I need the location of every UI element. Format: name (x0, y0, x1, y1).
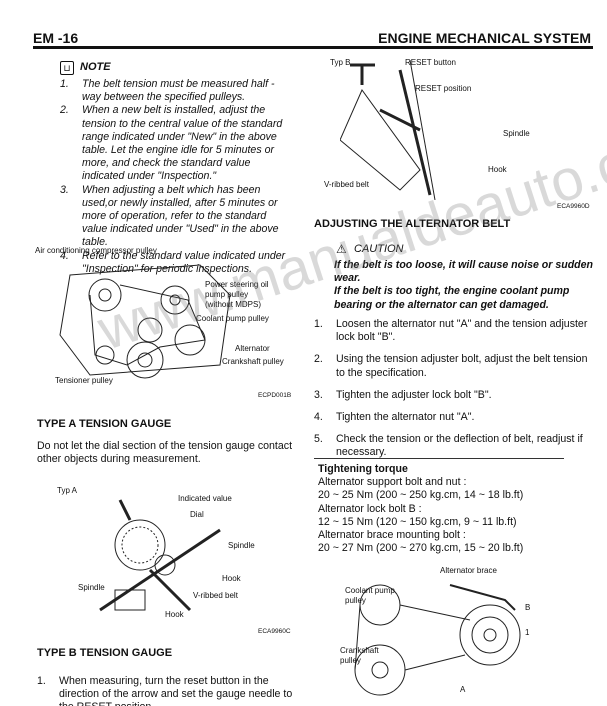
label-tensioner: Tensioner pulley (55, 376, 113, 385)
section-title: ENGINE MECHANICAL SYSTEM (378, 30, 591, 46)
label-typ-a: Typ A (57, 486, 78, 495)
type-b-gauge-diagram (340, 60, 436, 200)
type-a-text: Do not let the dial section of the tensi… (37, 440, 293, 466)
figure-code: ECA9960D (557, 203, 590, 210)
label-alternator: Alternator (235, 344, 270, 353)
alternator-diagram (354, 584, 521, 696)
label-1: 1 (525, 628, 530, 637)
label-ps-note: (without MDPS) (205, 300, 262, 309)
label-coolant-pulley: pulley (345, 596, 366, 605)
label-indicated-value: Indicated value (178, 494, 232, 503)
note-item: 2.When a new belt is installed, adjust t… (60, 104, 283, 183)
figure-code: ECA9960C (258, 628, 291, 635)
page-number: EM -16 (33, 30, 79, 46)
alt-step: 5.Check the tension or the deflection of… (314, 433, 583, 459)
note-title: NOTE (80, 61, 111, 73)
header-rule (33, 46, 593, 49)
label-crankshaft-pulley: pulley (340, 656, 361, 665)
label-hook: Hook (222, 574, 241, 583)
label-b: B (525, 603, 531, 612)
alt-steps: 1.Loosen the alternator nut "A" and the … (314, 318, 594, 460)
torque-spec: Tightening torque Alternator support bol… (318, 463, 524, 555)
label-crankshaft: Crankshaft (340, 646, 379, 655)
engine-pulley-diagram (59, 264, 231, 379)
type-b-item: 1.When measuring, turn the reset button … (37, 675, 293, 706)
label-hook: Hook (488, 165, 507, 174)
divider (314, 458, 564, 459)
caution-title: CAUTION (354, 243, 404, 255)
type-a-heading: TYPE A TENSION GAUGE (37, 418, 172, 430)
alt-step: 1.Loosen the alternator nut "A" and the … (314, 318, 588, 344)
type-a-gauge-diagram (99, 499, 221, 612)
label-dial: Dial (190, 510, 204, 519)
label-reset-position: RESET position (415, 84, 472, 93)
caution-text: If the belt is too loose, it will cause … (334, 259, 593, 311)
label-typ-b: Typ B (330, 58, 351, 67)
figure-code: ECPD001B (258, 392, 292, 399)
alt-heading: ADJUSTING THE ALTERNATOR BELT (314, 218, 511, 230)
label-belt: V-ribbed belt (193, 591, 238, 600)
label-coolant-pump: Coolant pump (345, 586, 395, 595)
label-a: A (460, 685, 466, 694)
label-spindle: Spindle (503, 129, 530, 138)
label-ps-pulley: Power steering oil (205, 280, 269, 289)
label-crankshaft: Crankshaft pulley (222, 357, 284, 366)
label-reset-button: RESET button (405, 58, 456, 67)
label-alt-brace: Alternator brace (440, 566, 497, 575)
alt-step: 2.Using the tension adjuster bolt, adjus… (314, 353, 588, 379)
label-spindle-2: Spindle (78, 583, 105, 592)
label-ac-pulley: Air conditioning compressor pulley (35, 246, 157, 255)
label-ps-pulley-2: pump pulley (205, 290, 249, 299)
note-item: 4.Refer to the standard value indicated … (60, 249, 286, 275)
label-spindle: Spindle (228, 541, 255, 550)
label-hook-2: Hook (165, 610, 184, 619)
type-b-list: 1.When measuring, turn the reset button … (37, 675, 295, 706)
alt-step: 4.Tighten the alternator nut "A". (314, 411, 475, 424)
note-icon: ⊔ (60, 61, 74, 75)
note-item: 3.When adjusting a belt which has been u… (60, 183, 279, 249)
label-coolant-pulley: Coolant pump pulley (196, 314, 269, 323)
note-item: 1.The belt tension must be measured half… (60, 78, 275, 104)
caution-icon: ⚠ (336, 242, 347, 256)
label-belt: V-ribbed belt (324, 180, 369, 189)
alt-step: 3.Tighten the adjuster lock bolt "B". (314, 388, 492, 401)
type-b-heading: TYPE B TENSION GAUGE (37, 647, 173, 659)
note-list: 1.The belt tension must be measured half… (60, 78, 292, 276)
